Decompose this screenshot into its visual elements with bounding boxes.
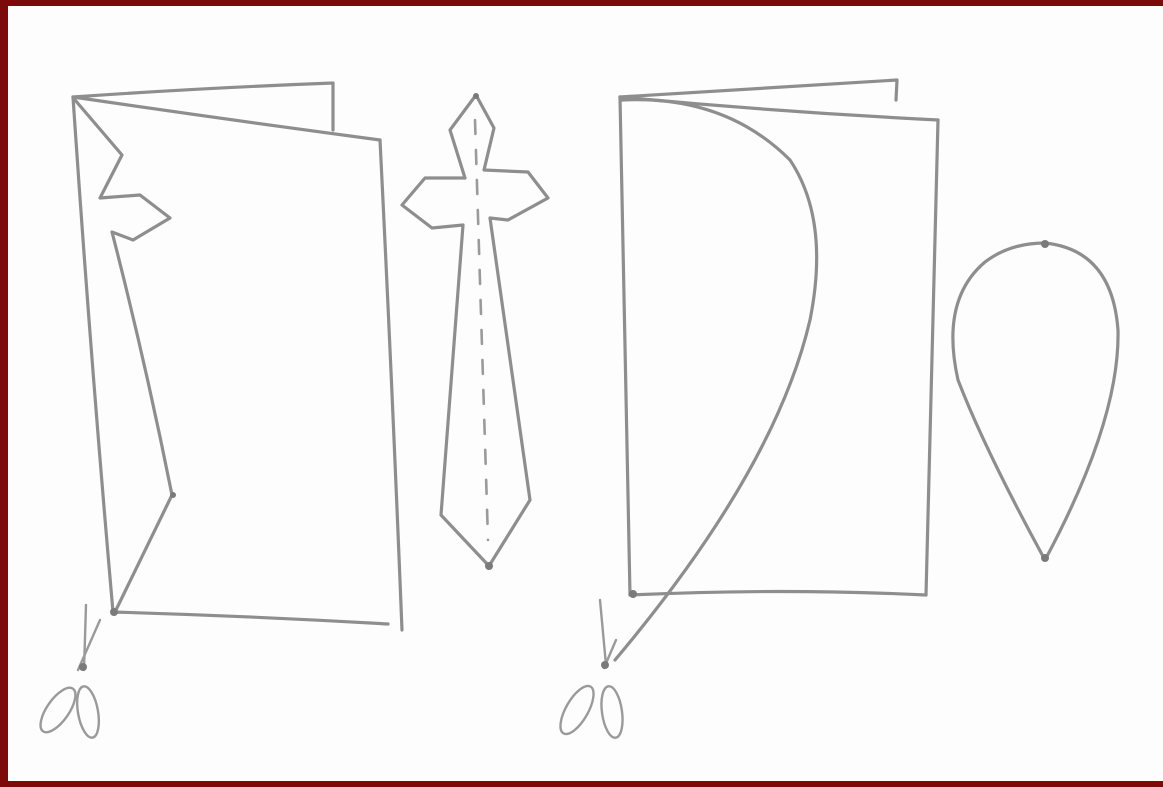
scissors-icon <box>34 605 102 739</box>
cut-corner-dot <box>170 492 176 498</box>
cut-line-drop <box>615 100 817 660</box>
back-flap-top-left <box>73 83 333 130</box>
fold-center-dashed-line <box>475 120 488 540</box>
scissors-icon <box>554 600 626 739</box>
cross-tie-shape <box>402 93 548 570</box>
cut-start-dot-right <box>629 590 637 598</box>
folded-paper-right <box>620 80 938 595</box>
fold-edge-left <box>73 97 113 612</box>
back-flap-top-right <box>620 80 897 100</box>
right-edge-right <box>926 120 938 595</box>
cut-start-dot-left <box>110 608 118 616</box>
bottom-edge-right <box>630 592 926 596</box>
cut-line-cross <box>75 100 172 612</box>
right-edge-left <box>380 140 402 630</box>
bottom-edge-left <box>113 612 388 624</box>
fold-edge-right <box>620 97 630 595</box>
folded-paper-left <box>73 83 402 630</box>
drop-shape <box>953 240 1118 562</box>
